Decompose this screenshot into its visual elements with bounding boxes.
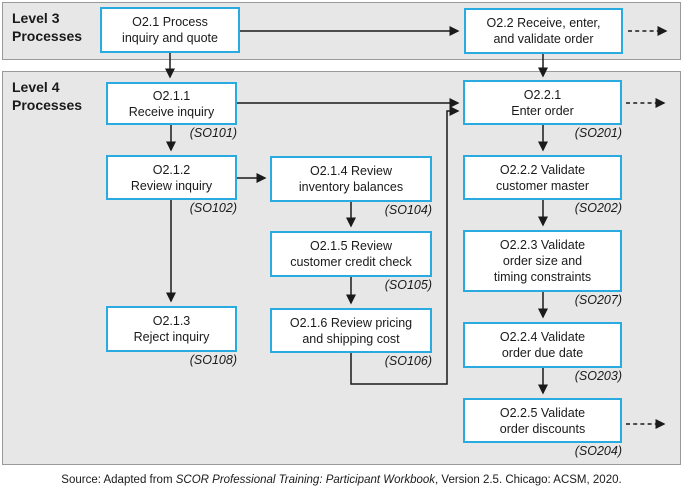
- so-code-label-o222: (SO202): [574, 201, 622, 215]
- process-box-o223: O2.2.3 Validate order size and timing cons…: [463, 230, 622, 292]
- so-code-label-o215: (SO105): [384, 278, 432, 292]
- process-box-label-line: O2.1.4 Review: [310, 164, 392, 178]
- process-box-label-line: O2.2.3 Validate: [499, 238, 586, 252]
- process-box-label-line: inventory balances: [298, 180, 404, 194]
- process-box-label-line: O2.2.5 Validate: [499, 405, 586, 420]
- process-box-label-line: O2.1.5 Review: [310, 239, 392, 253]
- source-caption-italic-title: SCOR Professional Training: Participant …: [175, 474, 436, 486]
- so-code-label-o221: (SO201): [574, 126, 622, 140]
- process-box-o224: O2.2.4 Validate order due date: [463, 322, 622, 368]
- so-code-label-o216: (SO106): [384, 354, 432, 368]
- process-box-label-line: customer credit check: [290, 255, 412, 269]
- so-code-label-o213: (SO108): [189, 353, 237, 367]
- process-box-o214: O2.1.4 Review inventory balances: [270, 156, 432, 202]
- process-box-o21: O2.1 Process inquiry and quote: [100, 7, 240, 53]
- process-box-label-line: O2.1.1: [152, 88, 191, 103]
- process-box-label-line: customer master: [495, 178, 590, 193]
- source-caption-prefix: Source: Adapted from: [61, 474, 176, 486]
- lane-level3-label: Level 3 Processes: [12, 10, 83, 45]
- process-box-label-line: O2.1.6 Review pricing: [289, 315, 413, 330]
- process-box-label-line: inquiry and quote: [122, 31, 218, 45]
- process-box-label-line: O2.1.2: [152, 162, 191, 177]
- process-box-label-line: O2.1.3: [152, 314, 191, 328]
- process-box-label-line: timing constraints: [493, 270, 592, 284]
- so-code-label-o223: (SO207): [574, 293, 622, 307]
- process-box-label-line: and validate order: [493, 32, 594, 46]
- process-box-label-line: order due date: [501, 346, 584, 360]
- so-code-label-o212: (SO102): [189, 201, 237, 215]
- process-box-o22: O2.2 Receive, enter, and validate order: [464, 8, 623, 54]
- process-box-label-line: Review inquiry: [130, 178, 213, 193]
- process-box-label-line: O2.2 Receive, enter,: [486, 16, 601, 30]
- process-box-label-line: O2.2.1: [523, 87, 562, 102]
- process-box-o215: O2.1.5 Review customer credit check: [270, 231, 432, 277]
- process-box-label-line: O2.1 Process: [132, 15, 208, 29]
- source-caption: Source: Adapted from SCOR Professional T…: [0, 474, 683, 486]
- lane-level4-label: Level 4 Processes: [12, 79, 83, 114]
- so-code-label-o225: (SO204): [574, 444, 622, 458]
- so-code-label-o211: (SO101): [189, 126, 237, 140]
- so-code-label-o224: (SO203): [574, 369, 622, 383]
- process-box-label-line: order discounts: [499, 421, 586, 436]
- so-code-label-o214: (SO104): [384, 203, 432, 217]
- process-box-label-line: and shipping cost: [302, 331, 400, 346]
- process-box-label-line: Enter order: [511, 103, 574, 118]
- process-box-label-line: O2.2.4 Validate: [499, 330, 586, 344]
- process-box-label-line: order size and: [502, 254, 583, 268]
- process-box-label-line: Reject inquiry: [133, 330, 210, 344]
- process-box-label-line: Receive inquiry: [128, 104, 215, 119]
- source-caption-suffix: , Version 2.5. Chicago: ACSM, 2020.: [435, 474, 622, 486]
- process-box-label-line: O2.2.2 Validate: [499, 162, 586, 177]
